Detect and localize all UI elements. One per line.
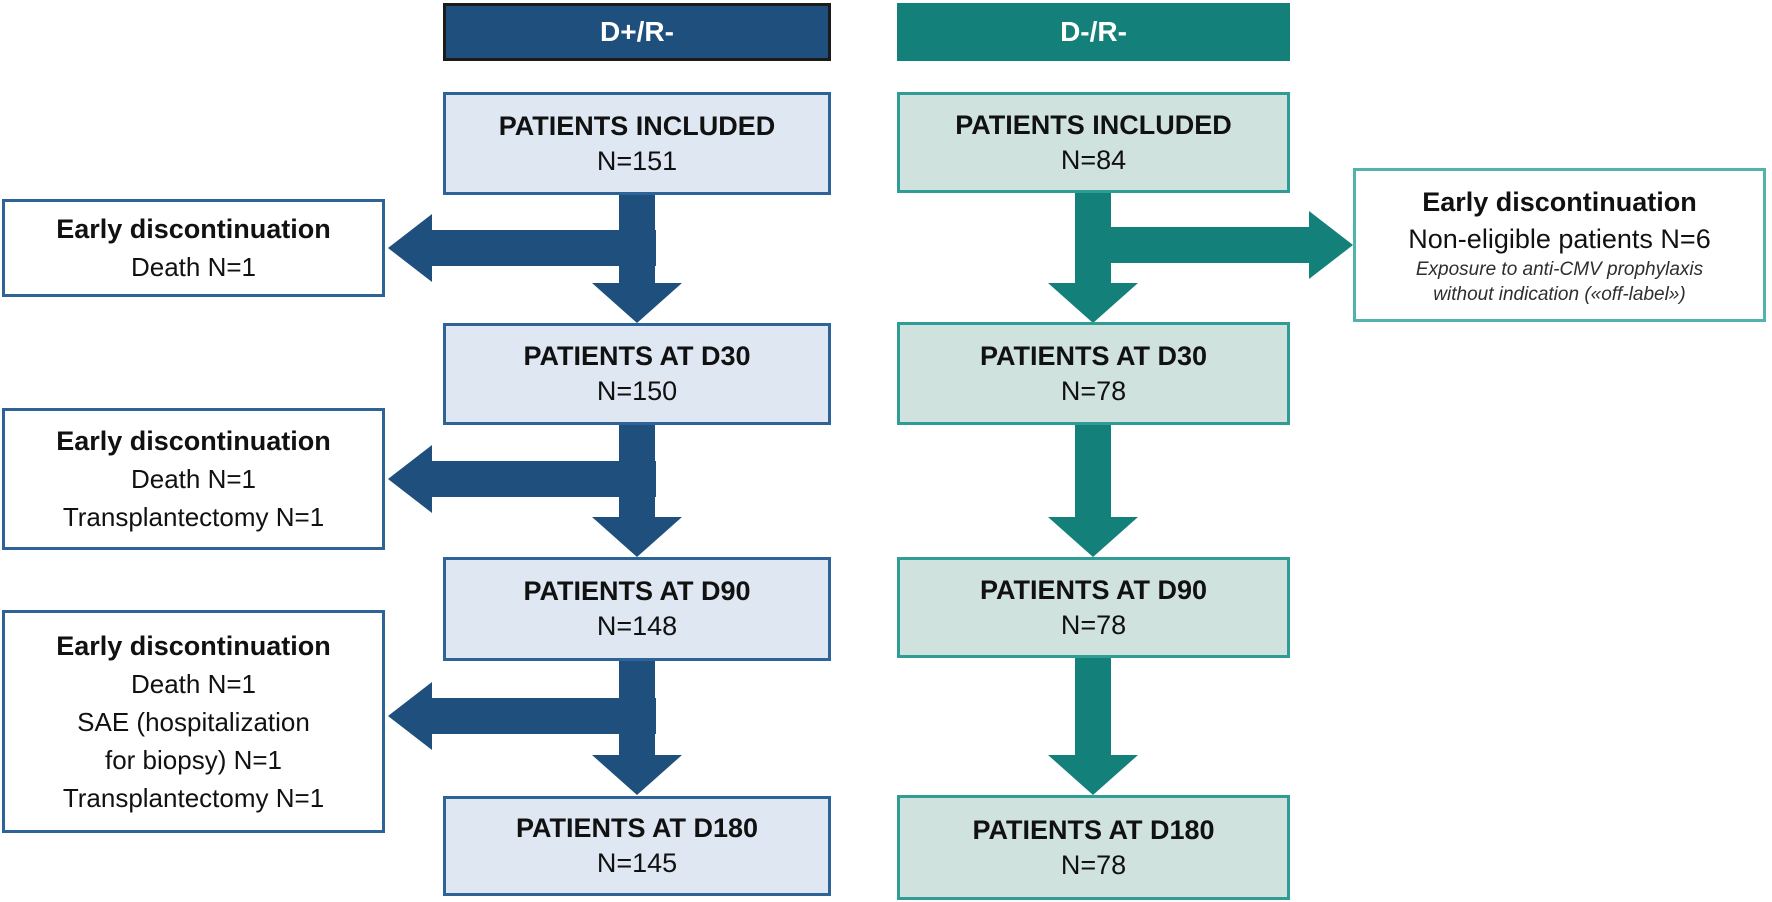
box-dpr-included: PATIENTS INCLUDED N=151 xyxy=(443,92,831,195)
side-box-dpr-3-line: SAE (hospitalization xyxy=(77,706,310,737)
box-dpr-d180: PATIENTS AT D180 N=145 xyxy=(443,796,831,896)
box-dnr-d180-title: PATIENTS AT D180 xyxy=(972,814,1215,845)
side-box-dpr-3-line: for biopsy) N=1 xyxy=(104,744,283,775)
column-header-dnr: D-/R- xyxy=(897,3,1290,61)
side-box-dnr-line: Non-eligible patients N=6 xyxy=(1408,224,1711,254)
side-box-dpr-3-title: Early discontinuation xyxy=(56,630,331,661)
side-box-dnr-italic-line: Exposure to anti-CMV prophylaxis xyxy=(1415,259,1704,280)
box-dnr-d30-title: PATIENTS AT D30 xyxy=(979,340,1208,371)
side-box-dnr: Early discontinuation Non-eligible patie… xyxy=(1353,168,1766,322)
side-box-dpr-2-title: Early discontinuation xyxy=(56,426,331,456)
branch-arrow-left-dpr-2-bar xyxy=(432,461,656,497)
box-dnr-d180-n: N=78 xyxy=(1060,849,1127,880)
side-box-dnr-italic-line: without indication («off-label») xyxy=(1433,284,1686,305)
box-dnr-d30-n: N=78 xyxy=(1060,375,1127,406)
box-dnr-included: PATIENTS INCLUDED N=84 xyxy=(897,92,1290,193)
column-header-dpr: D+/R- xyxy=(443,3,831,61)
branch-arrow-left-dpr-1-head xyxy=(388,214,432,282)
box-dnr-included-title: PATIENTS INCLUDED xyxy=(955,109,1232,140)
side-box-dpr-2: Early discontinuation Death N=1 Transpla… xyxy=(2,408,385,550)
box-dpr-d90-title: PATIENTS AT D90 xyxy=(523,576,751,606)
branch-arrow-left-dpr-1-bar xyxy=(432,230,656,266)
box-dnr-d90: PATIENTS AT D90 N=78 xyxy=(897,557,1290,658)
box-dpr-d180-title: PATIENTS AT D180 xyxy=(515,813,759,843)
box-dpr-d30-n: N=150 xyxy=(596,376,678,406)
flow-arrow-down-dpr-1-head xyxy=(592,283,682,323)
box-dpr-included-title: PATIENTS INCLUDED xyxy=(498,110,776,141)
side-box-dpr-3-line: Transplantectomy N=1 xyxy=(62,782,325,813)
side-box-dpr-1-line: Death N=1 xyxy=(130,252,257,282)
column-header-dpr-label: D+/R- xyxy=(600,16,674,47)
branch-arrow-left-dpr-2-head xyxy=(388,445,432,513)
flow-arrow-down-dnr-2-bar xyxy=(1075,425,1111,519)
box-dpr-d30-title: PATIENTS AT D30 xyxy=(523,341,751,371)
side-box-dpr-3-line: Death N=1 xyxy=(130,668,257,699)
flow-arrow-down-dnr-1-head xyxy=(1048,283,1138,323)
flow-arrow-down-dnr-3-bar xyxy=(1075,658,1111,755)
box-dpr-d90-n: N=148 xyxy=(596,611,678,641)
column-header-dnr-label: D-/R- xyxy=(1060,16,1127,47)
side-box-dpr-2-line: Death N=1 xyxy=(130,464,257,494)
box-dpr-d30: PATIENTS AT D30 N=150 xyxy=(443,323,831,425)
flow-arrow-down-dnr-3-head xyxy=(1048,755,1138,795)
box-dnr-d90-n: N=78 xyxy=(1060,609,1127,640)
flow-arrow-down-dnr-2-head xyxy=(1048,517,1138,557)
branch-arrow-left-dpr-3-head xyxy=(388,682,432,750)
side-box-dpr-2-line: Transplantectomy N=1 xyxy=(62,502,325,532)
flow-arrow-down-dnr-1-bar xyxy=(1075,193,1111,285)
side-box-dpr-3: Early discontinuation Death N=1 SAE (hos… xyxy=(2,610,385,833)
box-dnr-d90-title: PATIENTS AT D90 xyxy=(979,574,1208,605)
branch-arrow-right-dnr-bar xyxy=(1111,227,1309,263)
box-dpr-d90: PATIENTS AT D90 N=148 xyxy=(443,557,831,661)
side-box-dpr-1-title: Early discontinuation xyxy=(56,214,331,244)
box-dnr-d30: PATIENTS AT D30 N=78 xyxy=(897,322,1290,425)
branch-arrow-left-dpr-3-bar xyxy=(432,698,656,734)
box-dnr-included-n: N=84 xyxy=(1060,144,1127,175)
side-box-dnr-title: Early discontinuation xyxy=(1422,187,1697,217)
box-dpr-included-n: N=151 xyxy=(596,145,678,176)
box-dnr-d180: PATIENTS AT D180 N=78 xyxy=(897,795,1290,900)
box-dpr-d180-n: N=145 xyxy=(596,848,678,878)
side-box-dpr-1: Early discontinuation Death N=1 xyxy=(2,199,385,297)
flow-arrow-down-dpr-3-head xyxy=(592,755,682,795)
flow-arrow-down-dpr-2-head xyxy=(592,517,682,557)
branch-arrow-right-dnr-head xyxy=(1309,211,1353,279)
